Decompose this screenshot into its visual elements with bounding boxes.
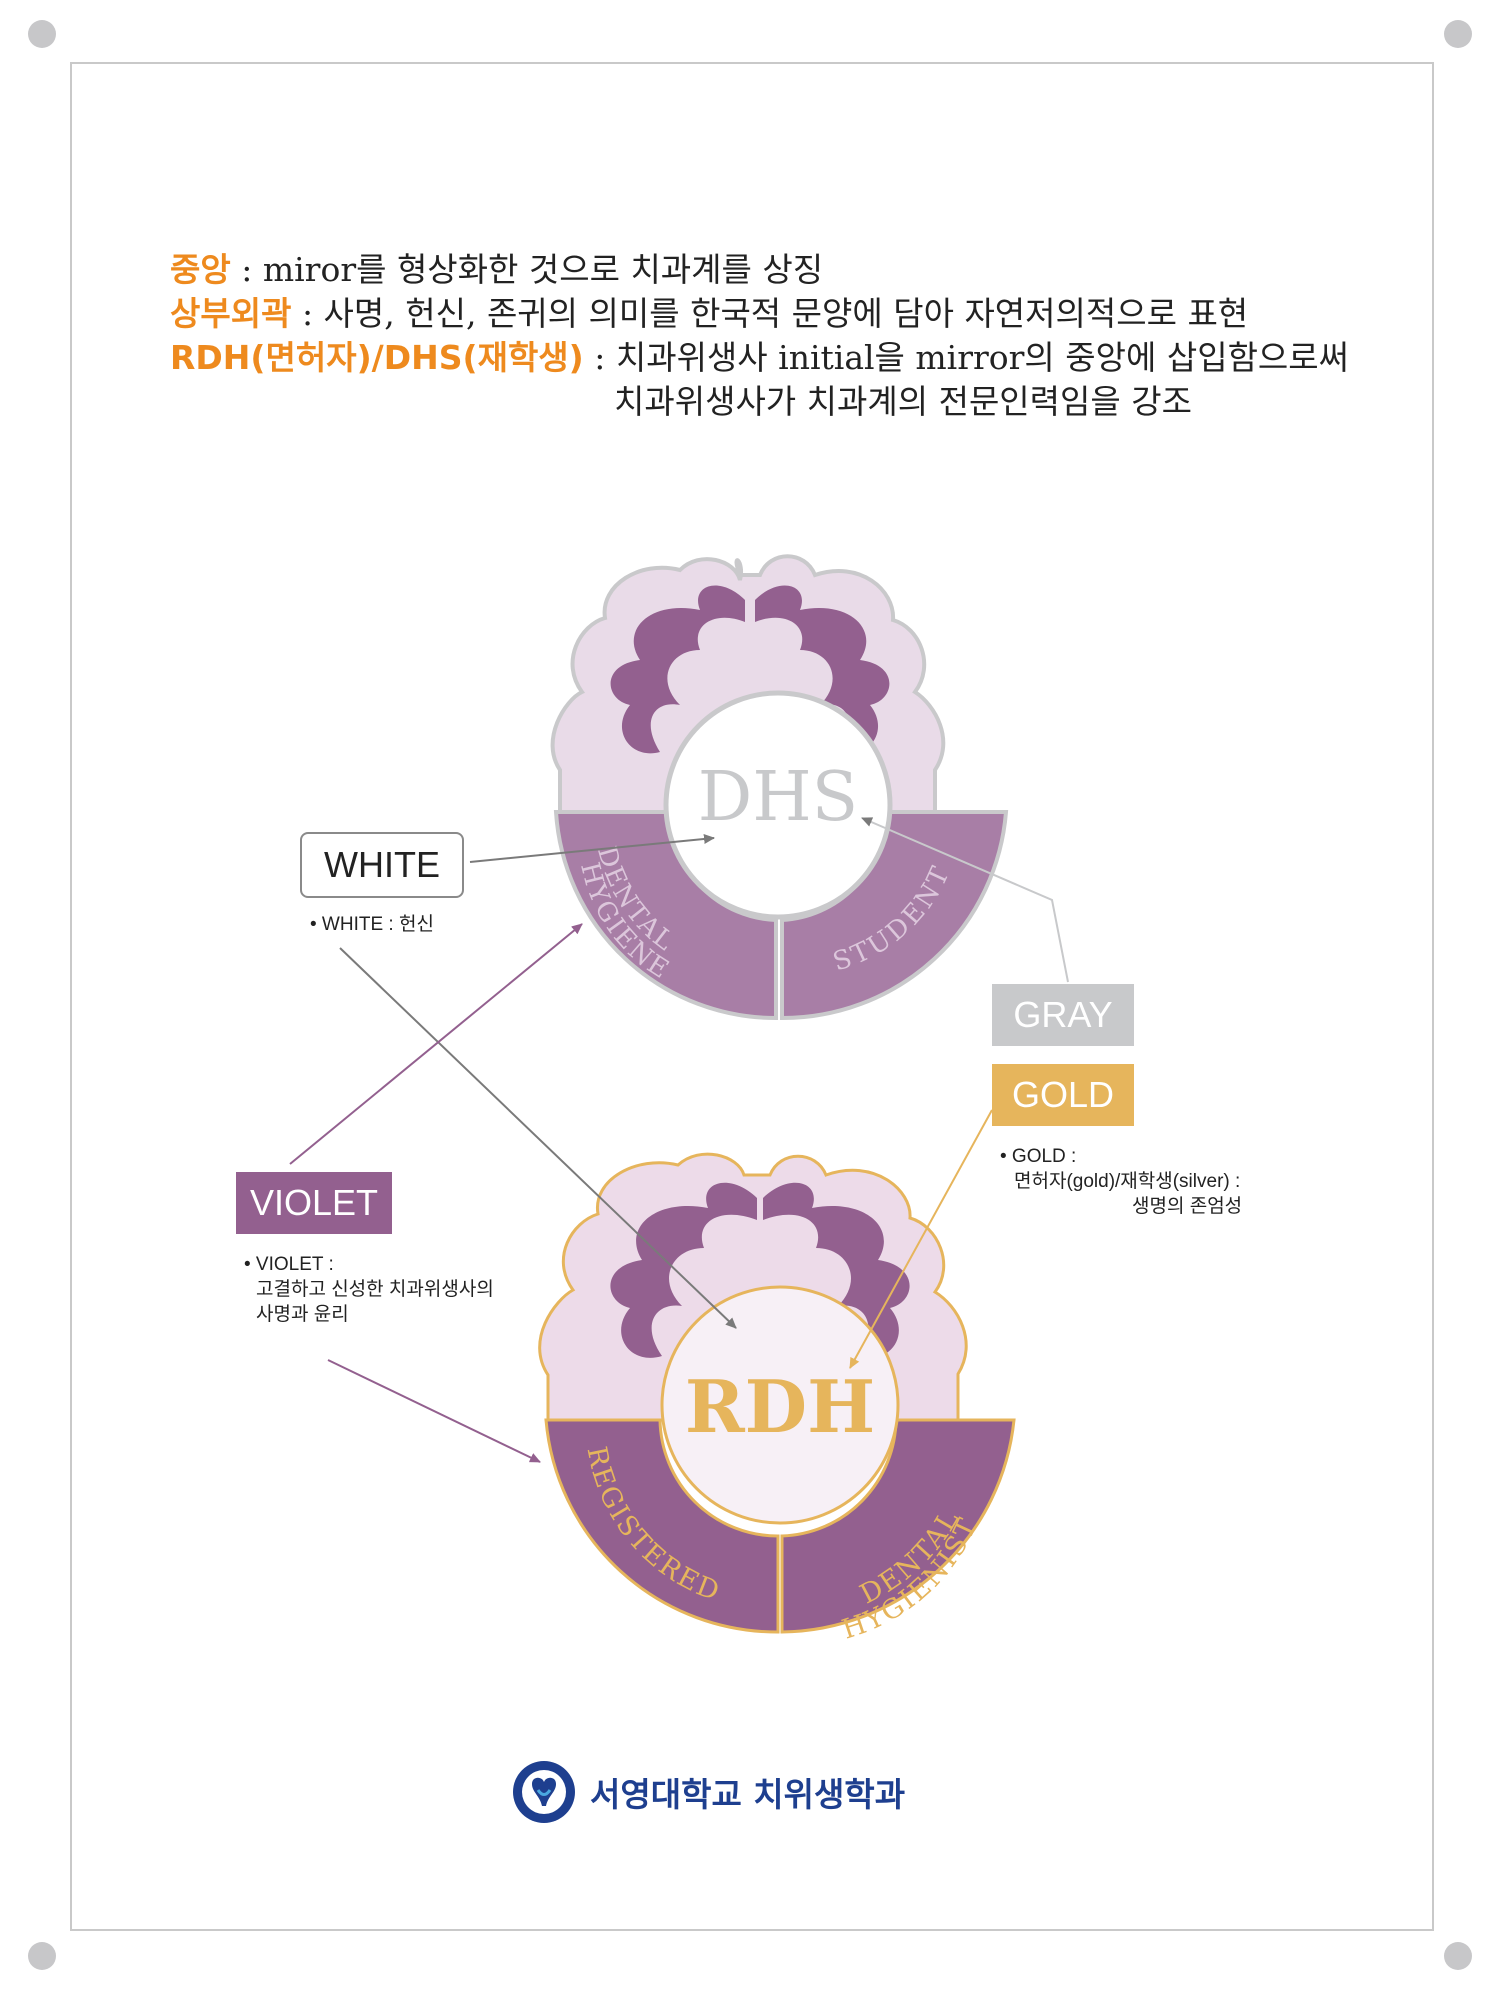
footer-university-name: 서영대학교 치위생학과 xyxy=(590,1775,906,1814)
description-initials: RDH(면허자)/DHS(재학생) : 치과위생사 initial을 mirro… xyxy=(170,338,1350,377)
dhs-initials: DHS xyxy=(698,758,858,837)
rdh-mirror xyxy=(660,1285,900,1525)
white-arrow-dhs xyxy=(469,834,715,863)
dhs-mirror xyxy=(663,690,893,920)
rdh-ornament-left xyxy=(610,1182,757,1358)
description-center: 중앙 : miror를 형상화한 것으로 치과계를 상징 xyxy=(170,250,824,289)
rdh-initials: RDH xyxy=(685,1364,875,1449)
white-note: • WHITE : 헌신 xyxy=(310,914,434,935)
corner-pin xyxy=(28,1942,56,1970)
corner-pin xyxy=(1444,20,1472,48)
gold-arrow-rdh xyxy=(849,1109,993,1369)
dhs-emblem: DHS DENTAL HYGIENE STUDENT xyxy=(550,554,1009,1021)
rdh-band-right xyxy=(780,1418,1016,1634)
violet-note: • VIOLET : 고결하고 신성한 치과위생사의 사명과 윤리 xyxy=(244,1254,494,1325)
corner-pin xyxy=(1444,1942,1472,1970)
description-outer: 상부외곽 : 사명, 헌신, 존귀의 의미를 한국적 문양에 담아 자연저의적으… xyxy=(170,294,1249,333)
violet-arrow-dhs xyxy=(289,923,583,1165)
rdh-emblem: RDH REGISTERED DENTAL HYGIENIST xyxy=(538,1152,1016,1646)
gold-note: • GOLD : 면허자(gold)/재학생(silver) : 생명의 존엄성 xyxy=(1000,1146,1243,1217)
corner-pin xyxy=(28,20,56,48)
emblem-description: 중앙 : miror를 형상화한 것으로 치과계를 상징 상부외곽 : 사명, … xyxy=(170,248,1349,424)
footer: 서영대학교 치위생학과 xyxy=(512,1760,905,1824)
university-seal-icon xyxy=(513,1761,575,1823)
page-frame xyxy=(70,62,1434,1931)
dhs-ornament-left xyxy=(610,585,745,754)
violet-label: VIOLET xyxy=(236,1172,392,1234)
rdh-band-left xyxy=(544,1418,780,1634)
white-arrow-rdh xyxy=(339,947,737,1329)
description-initials-cont: 치과위생사가 치과계의 전문인력임을 강조 xyxy=(614,382,1192,421)
gold-label: GOLD xyxy=(992,1064,1134,1126)
rdh-ornament-right xyxy=(763,1182,910,1358)
white-label: WHITE xyxy=(300,832,464,898)
gray-label: GRAY xyxy=(992,984,1134,1046)
violet-arrow-rdh xyxy=(327,1359,541,1463)
dhs-ornament-right xyxy=(755,585,890,754)
gray-connector xyxy=(861,817,1069,983)
